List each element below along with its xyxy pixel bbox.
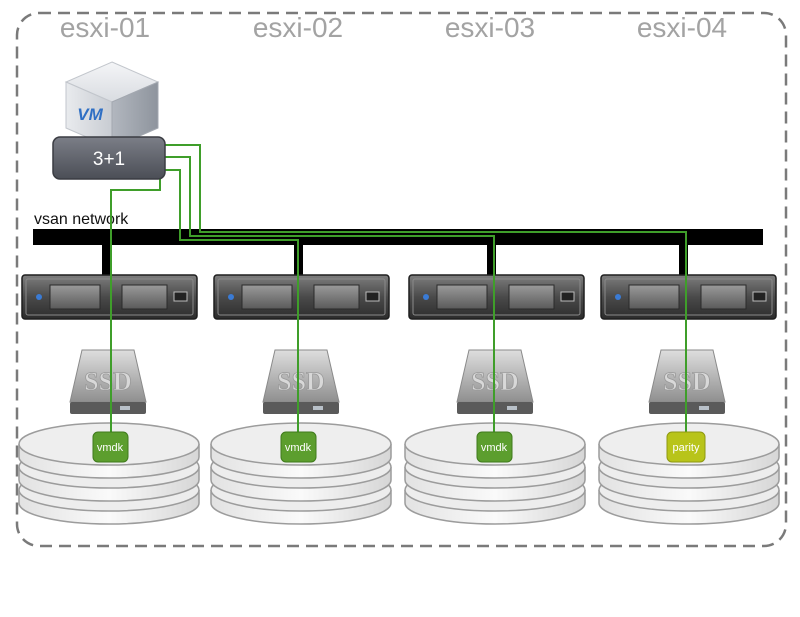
host-label: esxi-03 xyxy=(445,12,535,43)
host-labels: esxi-01 esxi-02 esxi-03 esxi-04 xyxy=(60,12,727,43)
uplink xyxy=(102,245,111,275)
drive-bay xyxy=(700,284,747,310)
drive-bay xyxy=(49,284,101,310)
power-led-icon xyxy=(36,294,42,300)
status-light-icon xyxy=(365,291,380,302)
component-badge: parity xyxy=(666,431,706,463)
link-esxi-04 xyxy=(165,144,687,432)
drive-bay xyxy=(508,284,555,310)
svg-text:VM: VM xyxy=(77,105,103,124)
status-light-icon xyxy=(560,291,575,302)
uplink xyxy=(487,245,496,275)
storage-policy-badge: 3+1 xyxy=(52,136,166,180)
uplink xyxy=(679,245,688,275)
capacity-disk-stack-icon xyxy=(404,422,586,525)
host-label: esxi-02 xyxy=(253,12,343,43)
link-esxi-03 xyxy=(165,156,495,432)
svg-text:3+1: 3+1 xyxy=(93,149,125,170)
drive-bay xyxy=(241,284,293,310)
power-led-icon xyxy=(228,294,234,300)
host-label: esxi-01 xyxy=(60,12,150,43)
server-unit xyxy=(600,274,777,320)
svg-text:SSD: SSD xyxy=(84,367,132,396)
link-esxi-02 xyxy=(165,169,299,432)
network-label: vsan network xyxy=(34,211,129,228)
link-esxi-01 xyxy=(110,178,161,432)
cluster-boundary xyxy=(15,11,788,548)
status-light-icon xyxy=(752,291,767,302)
ssd-cache-icon: SSD xyxy=(456,349,534,414)
server-unit xyxy=(408,274,585,320)
ssd-cache-icon: SSD xyxy=(69,349,147,414)
component-badge: vmdk xyxy=(92,431,129,463)
svg-text:parity: parity xyxy=(673,442,700,454)
status-light-icon xyxy=(173,291,188,302)
svg-text:SSD: SSD xyxy=(277,367,325,396)
drive-bay xyxy=(121,284,168,310)
drive-bay xyxy=(436,284,488,310)
svg-text:vmdk: vmdk xyxy=(97,442,124,454)
drive-bay xyxy=(313,284,360,310)
power-led-icon xyxy=(423,294,429,300)
capacity-disk-stack-icon xyxy=(18,422,200,525)
vm-icon: VM xyxy=(64,61,160,149)
server-unit xyxy=(21,274,198,320)
component-badge: vmdk xyxy=(280,431,317,463)
capacity-disk-stack-icon xyxy=(210,422,392,525)
ssd-cache-icon: SSD xyxy=(262,349,340,414)
svg-text:vmdk: vmdk xyxy=(481,442,508,454)
server-uplinks xyxy=(102,245,688,275)
power-led-icon xyxy=(615,294,621,300)
server-unit xyxy=(213,274,390,320)
component-links xyxy=(110,144,687,432)
svg-text:vmdk: vmdk xyxy=(285,442,312,454)
host-label: esxi-04 xyxy=(637,12,727,43)
component-badge: vmdk xyxy=(476,431,513,463)
drive-bay xyxy=(628,284,680,310)
